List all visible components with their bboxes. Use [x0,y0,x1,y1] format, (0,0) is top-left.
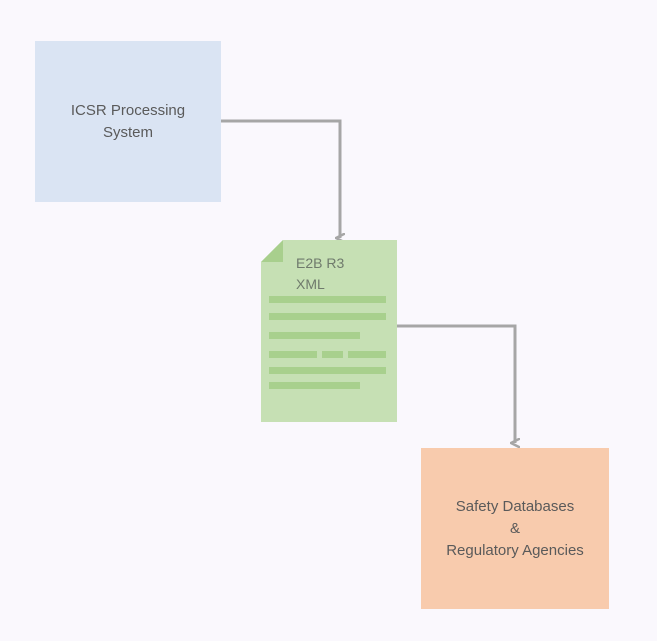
node-label-line: XML [296,276,325,292]
connector-document-to-target [397,324,515,443]
e2b-r3-xml-label: E2B R3 XML [296,253,344,295]
document-line [269,332,360,339]
node-label-line: Regulatory Agencies [446,541,584,559]
document-icon [261,240,397,422]
document-line [322,351,343,358]
node-label-line: ICSR Processing [70,101,186,119]
node-label-line: Safety Databases [455,497,575,515]
document-body [261,240,397,422]
document-line [269,313,386,320]
document-line [269,367,386,374]
safety-databases-node: Safety Databases & Regulatory Agencies [421,448,609,609]
node-label-line: E2B R3 [296,255,345,271]
document-line [348,351,386,358]
node-label-line: & [509,519,520,537]
node-label-line: System [102,123,153,141]
document-line [269,382,360,389]
document-line [269,351,317,358]
icsr-processing-system-node: ICSR Processing System [35,41,221,202]
document-folded-corner [261,240,283,262]
connector-source-to-document [221,119,340,238]
document-line [269,296,386,303]
